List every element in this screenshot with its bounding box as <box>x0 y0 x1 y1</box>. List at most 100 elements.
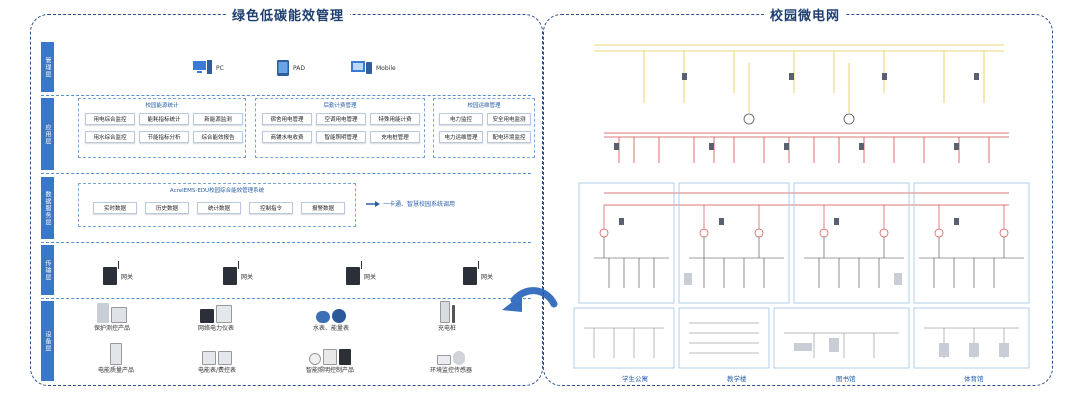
client-pad-label: PAD <box>293 64 305 72</box>
gateway-label: 网关 <box>241 273 254 281</box>
microgrid-panel: 校园微电网 <box>543 5 1053 386</box>
product-label: 充电桩 <box>438 325 457 332</box>
gateway: 网关 <box>103 261 134 285</box>
gateway: 网关 <box>463 261 494 285</box>
data-item[interactable]: 历史数据 <box>145 202 189 214</box>
smart-campus-link-label: 一卡通、智慧校园系统调用 <box>383 201 456 208</box>
separator <box>41 242 531 243</box>
gateway-label: 网关 <box>481 273 494 281</box>
product-water-meter: 水表、能量表 <box>313 301 349 332</box>
product-label: 智能照明控制产品 <box>306 367 355 374</box>
function-item[interactable]: 用电综合监控 <box>85 113 135 125</box>
gateway-label: 网关 <box>364 273 377 281</box>
product-label: 环境监控传感器 <box>430 367 473 374</box>
function-item[interactable]: 充电桩管理 <box>370 131 420 143</box>
function-item[interactable]: 智能照明管理 <box>316 131 366 143</box>
env-sensor-icon <box>437 343 465 365</box>
client-pc-label: PC <box>216 64 224 72</box>
logistics-billing-group: 后勤计费管理 宿舍用电管理 空调用电管理 特殊用能计费 商铺水电收费 智能照明管… <box>255 98 425 158</box>
function-item[interactable]: 电力监控 <box>439 113 483 125</box>
product-label: 网络电力仪表 <box>198 325 235 332</box>
function-item[interactable]: 用水综合监控 <box>85 131 135 143</box>
building-label-gym: 体育馆 <box>964 375 984 383</box>
system-group: AcrelEMS-EDU校园综合能效管理系统 实时数据 历史数据 统计数据 控制… <box>78 183 356 227</box>
building-label-library: 图书馆 <box>836 375 856 383</box>
product-label: 水表、能量表 <box>313 325 350 332</box>
power-meter-icon <box>200 301 232 323</box>
device-layer: 设备层 保护测控产品 网络电力仪表 水表、能量表 充电桩 电能质量产品 <box>41 301 531 381</box>
pc-icon <box>193 60 212 74</box>
function-item[interactable]: 节能指标分析 <box>139 131 189 143</box>
product-power-meter: 网络电力仪表 <box>198 301 234 332</box>
system-title: AcrelEMS-EDU校园综合能效管理系统 <box>169 188 265 194</box>
water-meter-icon <box>316 301 346 323</box>
separator <box>41 95 531 96</box>
group-title: 校园能源统计 <box>145 103 179 109</box>
microgrid-title: 校园微电网 <box>764 5 847 24</box>
separator <box>41 173 531 174</box>
client-pc: PC <box>193 60 224 76</box>
product-label: 电能表/费控表 <box>198 367 237 374</box>
device-layer-label: 设备层 <box>41 301 54 381</box>
gateway-icon <box>346 261 362 285</box>
application-layer-label: 应用层 <box>41 98 54 170</box>
product-label: 电能质量产品 <box>98 367 135 374</box>
transport-layer: 传输层 网关 网关 网关 网关 <box>41 245 531 295</box>
data-item[interactable]: 统计数据 <box>197 202 241 214</box>
campus-energy-stats-group: 校园能源统计 用电综合监控 能耗指标统计 新能源监测 用水综合监控 节能指标分析… <box>78 98 246 158</box>
protection-device-icon <box>97 301 127 323</box>
function-item[interactable]: 新能源监测 <box>193 113 243 125</box>
function-item[interactable]: 商铺水电收费 <box>262 131 312 143</box>
energy-management-panel: 绿色低碳能效管理 管理层 PC PAD Mobile 应用层 校园能源统计 用电… <box>30 5 543 386</box>
client-mobile: Mobile <box>351 60 396 76</box>
gateway: 网关 <box>346 261 377 285</box>
product-protection: 保护测控产品 <box>94 301 130 332</box>
arrow-right-icon <box>366 200 380 207</box>
gateway: 网关 <box>223 261 254 285</box>
microgrid-diagram <box>573 44 1030 369</box>
product-env-sensor: 环境监控传感器 <box>430 343 472 374</box>
charger-icon <box>439 301 455 323</box>
smart-campus-link: 一卡通、智慧校园系统调用 <box>366 199 455 208</box>
data-service-layer: 数据服务层 AcrelEMS-EDU校园综合能效管理系统 实时数据 历史数据 统… <box>41 177 531 239</box>
management-layer: 管理层 PC PAD Mobile <box>41 42 531 92</box>
function-item[interactable]: 电力运维管理 <box>439 131 483 143</box>
function-item[interactable]: 配电环境监控 <box>487 131 531 143</box>
group-title: 后勤计费管理 <box>323 103 357 109</box>
client-pad: PAD <box>276 60 305 76</box>
function-item[interactable]: 特殊用能计费 <box>370 113 420 125</box>
product-lighting-control: 智能照明控制产品 <box>306 343 354 374</box>
energy-management-title: 绿色低碳能效管理 <box>226 5 351 24</box>
product-label: 保护测控产品 <box>94 325 131 332</box>
gateway-label: 网关 <box>121 273 134 281</box>
building-label-dorm: 学生公寓 <box>622 375 648 383</box>
gateway-icon <box>223 261 239 285</box>
lighting-control-icon <box>309 343 351 365</box>
gateway-icon <box>463 261 479 285</box>
campus-ops-group: 校园运维管理 电力监控 安全用电监测 电力运维管理 配电环境监控 <box>433 98 535 158</box>
application-layer: 应用层 校园能源统计 用电综合监控 能耗指标统计 新能源监测 用水综合监控 节能… <box>41 98 535 170</box>
mobile-icon <box>351 61 372 74</box>
data-item[interactable]: 实时数据 <box>93 202 137 214</box>
function-item[interactable]: 空调用电管理 <box>316 113 366 125</box>
function-item[interactable]: 能耗指标统计 <box>139 113 189 125</box>
building-label-teaching: 教学楼 <box>727 375 747 383</box>
curved-arrow-icon <box>502 287 558 312</box>
energy-meter-icon <box>202 343 233 365</box>
function-item[interactable]: 安全用电监测 <box>487 113 531 125</box>
function-item[interactable]: 综合能效报告 <box>193 131 243 143</box>
separator <box>41 298 531 299</box>
data-item[interactable]: 报警数据 <box>301 202 345 214</box>
product-power-quality: 电能质量产品 <box>98 343 134 374</box>
data-service-layer-label: 数据服务层 <box>41 177 54 239</box>
power-quality-icon <box>110 343 122 365</box>
product-energy-meter: 电能表/费控表 <box>198 343 236 374</box>
function-item[interactable]: 宿舍用电管理 <box>262 113 312 125</box>
transport-layer-label: 传输层 <box>41 245 54 295</box>
data-item[interactable]: 控制指令 <box>249 202 293 214</box>
product-charger: 充电桩 <box>438 301 456 332</box>
pad-icon <box>277 60 289 76</box>
group-title: 校园运维管理 <box>467 103 501 109</box>
client-mobile-label: Mobile <box>376 64 396 72</box>
gateway-icon <box>103 261 119 285</box>
